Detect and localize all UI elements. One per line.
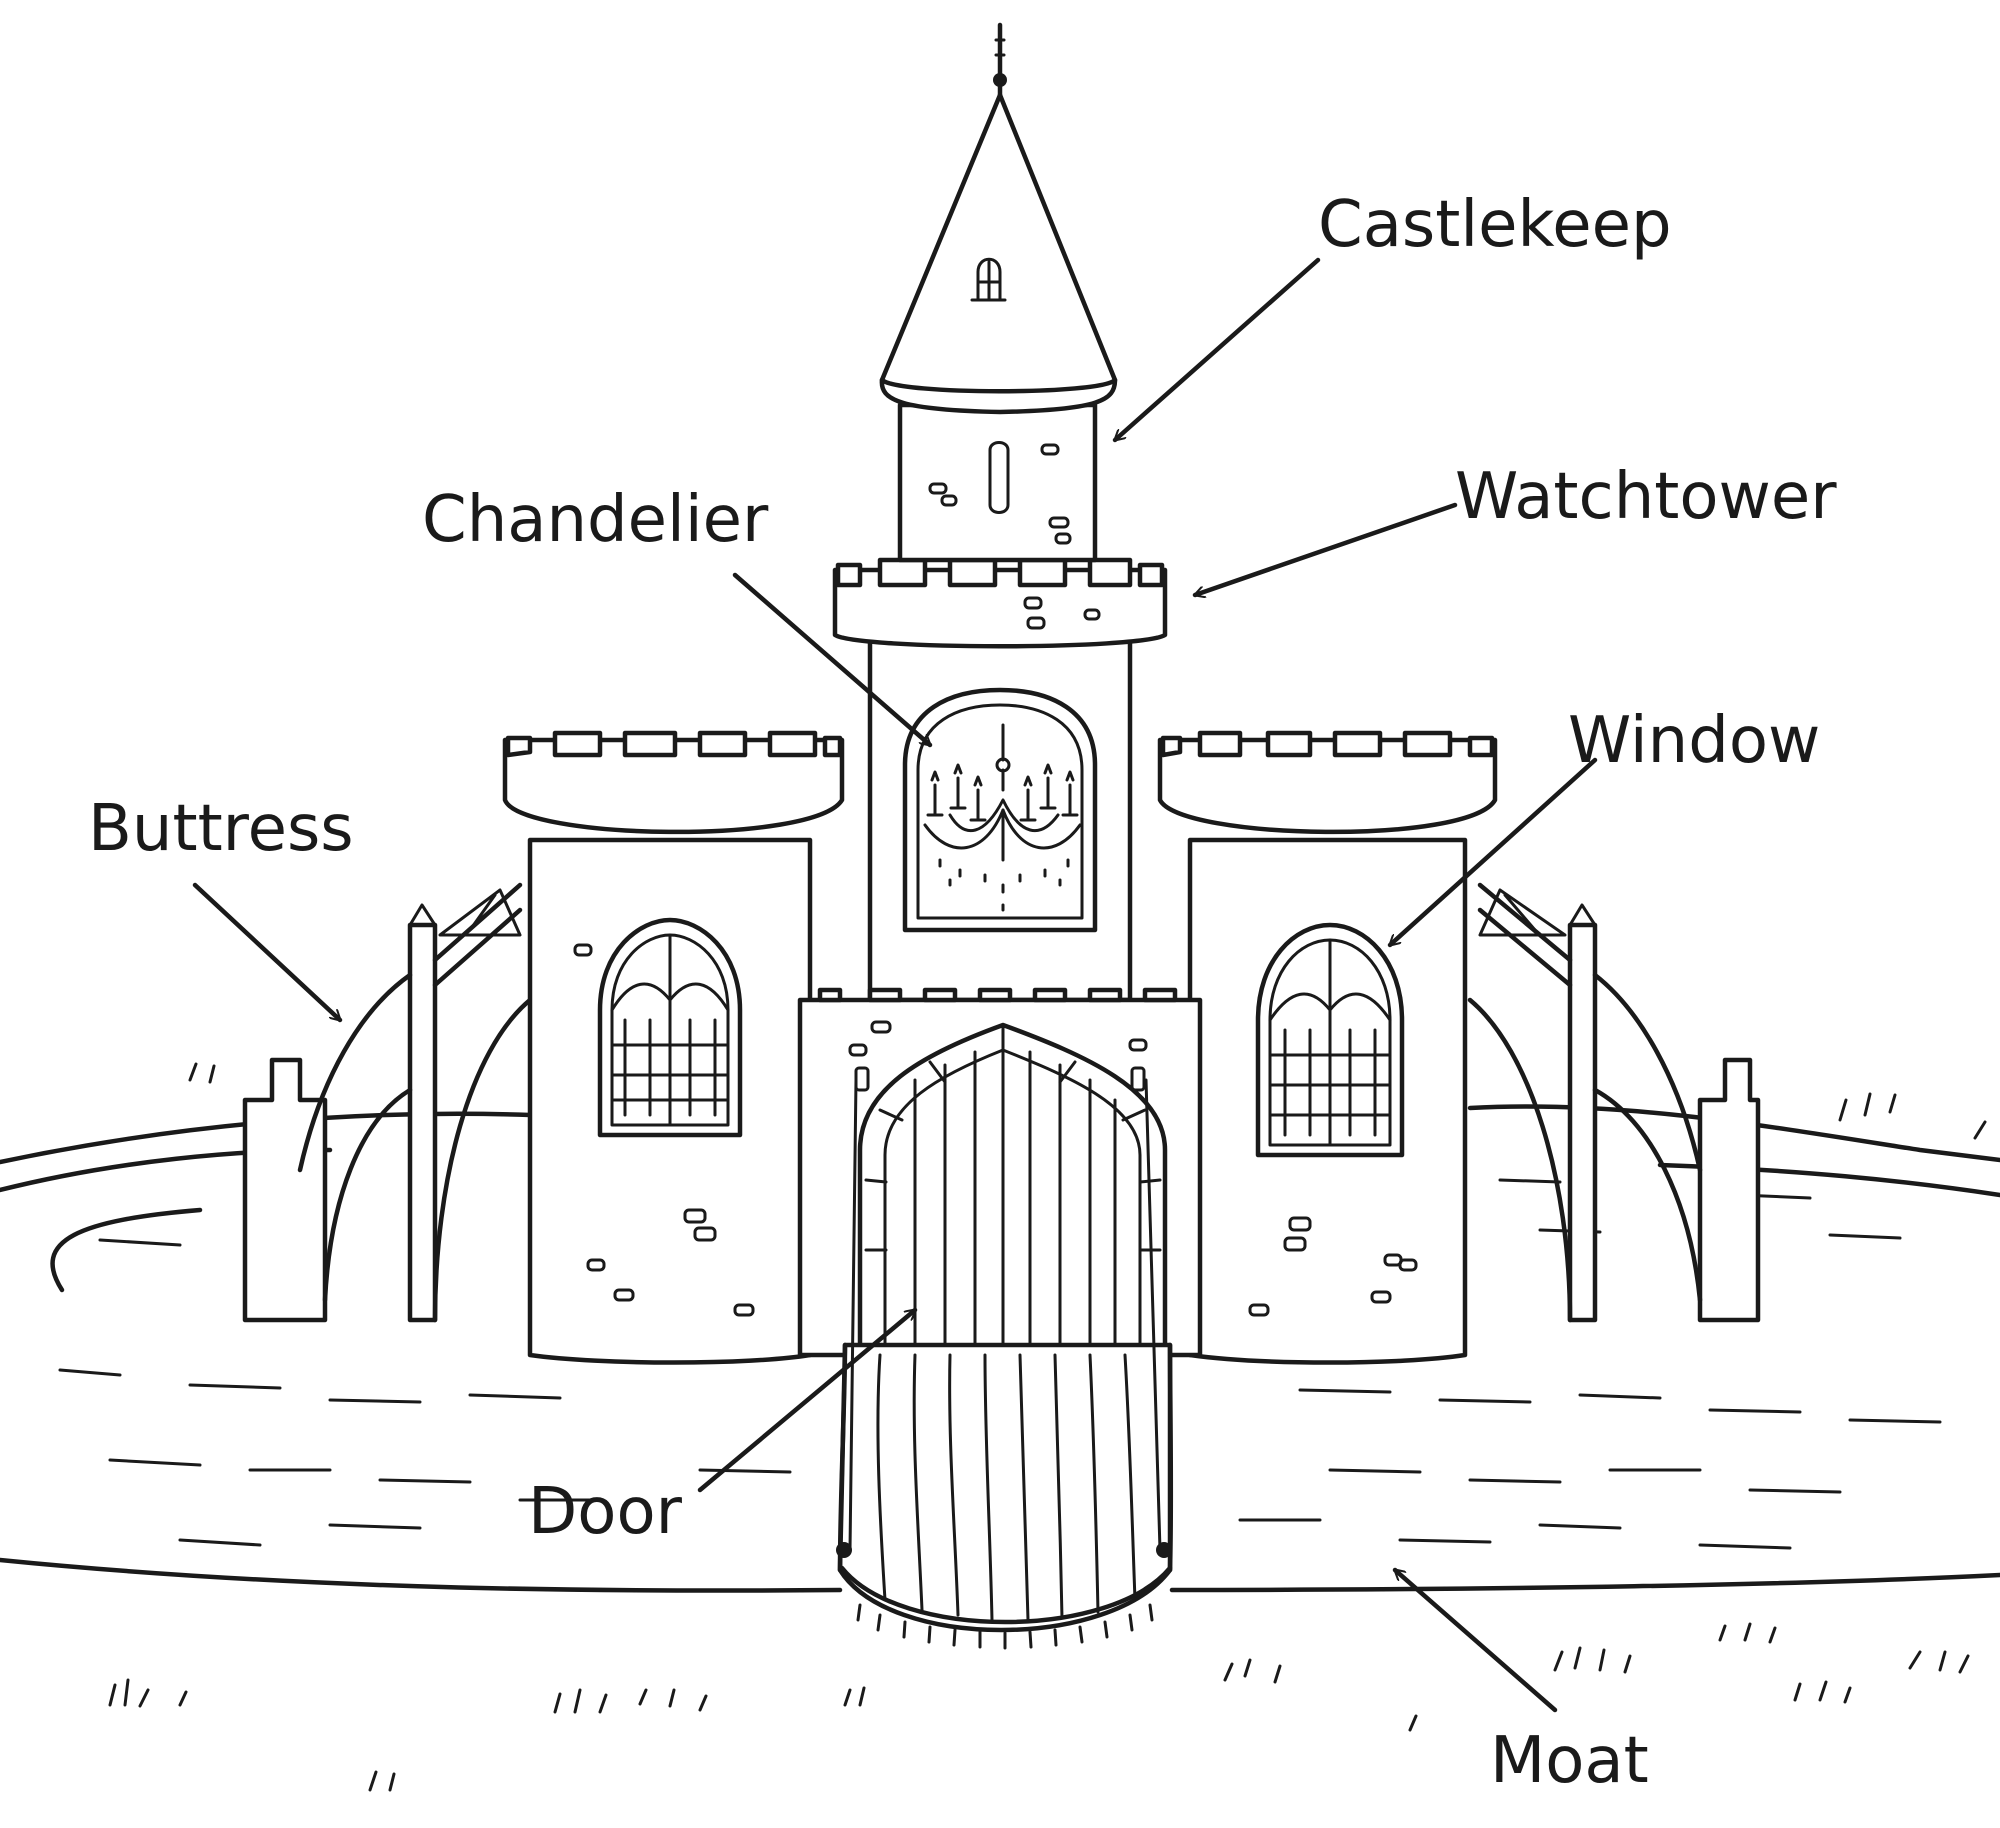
label-window: Window bbox=[1568, 704, 1821, 778]
label-door: Door bbox=[528, 1475, 682, 1549]
grass-tufts bbox=[108, 1062, 1987, 1792]
left-tower-bricks bbox=[573, 943, 755, 1317]
chandelier-drawing bbox=[923, 723, 1082, 912]
right-buttress bbox=[1467, 882, 1761, 1323]
castlekeep-arrow bbox=[1115, 257, 1321, 443]
label-chandelier: Chandelier bbox=[422, 483, 769, 557]
central-tower bbox=[832, 557, 1168, 1003]
right-tower-bricks bbox=[1248, 1216, 1418, 1317]
castle-keep bbox=[879, 22, 1118, 563]
door-planks bbox=[913, 1048, 1117, 1352]
label-arrows bbox=[192, 257, 1598, 1713]
moat-arrow bbox=[1395, 1567, 1558, 1713]
label-watchtower: Watchtower bbox=[1455, 460, 1837, 534]
watchtower-arrow bbox=[1195, 502, 1458, 595]
keep-bricks bbox=[928, 443, 1072, 545]
central-tower-bricks bbox=[1023, 596, 1101, 630]
gatehouse bbox=[797, 987, 1203, 1358]
buttress-arrow bbox=[192, 882, 340, 1023]
gatehouse-bricks bbox=[848, 1020, 1148, 1057]
door-arrow bbox=[697, 1307, 915, 1493]
drawbridge bbox=[836, 1078, 1174, 1650]
left-buttress bbox=[242, 882, 533, 1323]
right-tower bbox=[1157, 730, 1498, 1365]
window-arrow bbox=[1390, 757, 1598, 948]
drawbridge-planks bbox=[856, 1353, 1154, 1650]
chandelier-arrow bbox=[732, 572, 930, 748]
label-buttress: Buttress bbox=[88, 792, 354, 866]
left-tower bbox=[502, 730, 845, 1365]
label-castlekeep: Castlekeep bbox=[1318, 188, 1672, 262]
label-moat: Moat bbox=[1490, 1724, 1649, 1798]
